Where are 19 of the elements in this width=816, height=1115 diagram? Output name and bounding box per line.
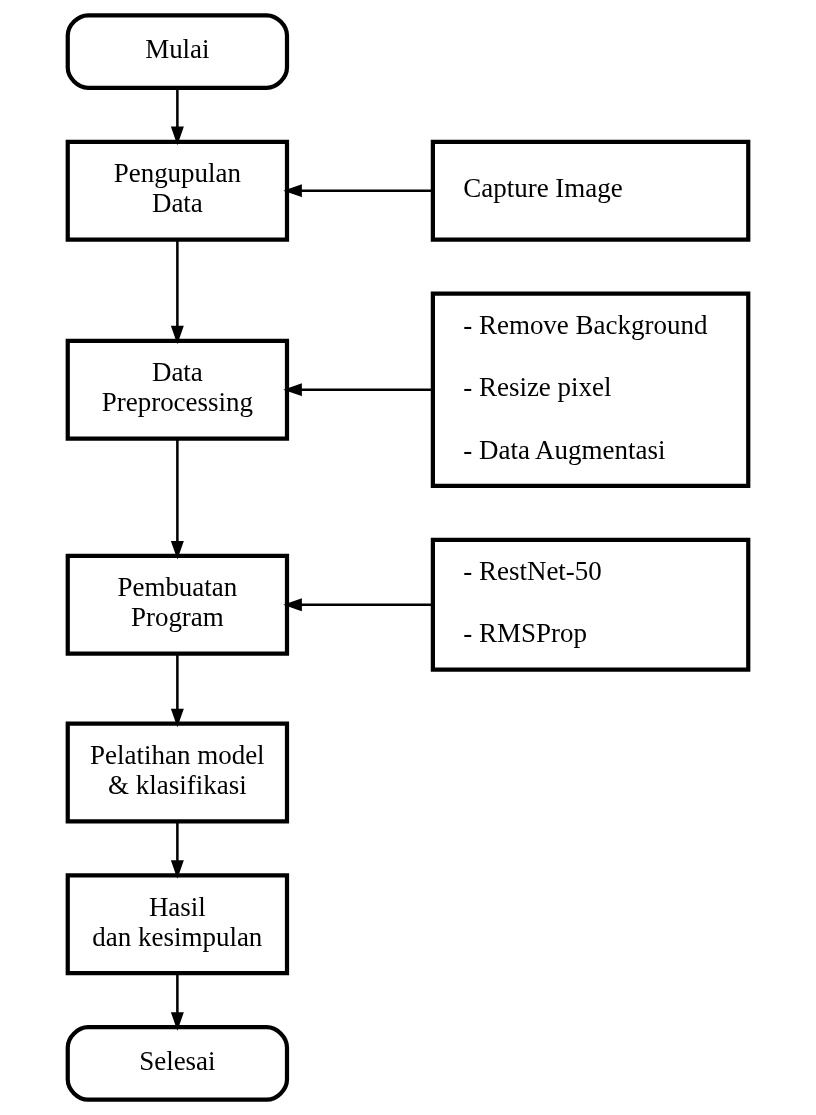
node-box: Data Preprocessing xyxy=(65,338,290,441)
arrow xyxy=(170,438,184,560)
arrow xyxy=(170,822,184,879)
arrow xyxy=(283,383,433,397)
node-box: Hasil dan kesimpulan xyxy=(65,873,290,976)
arrow xyxy=(170,653,184,728)
node-box: Pelatihan model & klasifikasi xyxy=(65,721,290,824)
arrow xyxy=(283,598,433,612)
arrow xyxy=(170,973,184,1031)
node-box: Pembuatan Program xyxy=(65,553,290,656)
node-box: - Remove Background - Resize pixel - Data Augmentasi xyxy=(430,291,751,488)
node-box: Capture Image xyxy=(430,139,751,242)
node-box: Selesai xyxy=(65,1025,290,1102)
arrow xyxy=(283,184,433,198)
node-box: - RestNet-50 - RMSProp xyxy=(430,537,751,672)
node-box: Pengupulan Data xyxy=(65,139,290,242)
arrow xyxy=(170,88,184,146)
node-box: Mulai xyxy=(65,13,290,90)
arrow xyxy=(170,239,184,345)
